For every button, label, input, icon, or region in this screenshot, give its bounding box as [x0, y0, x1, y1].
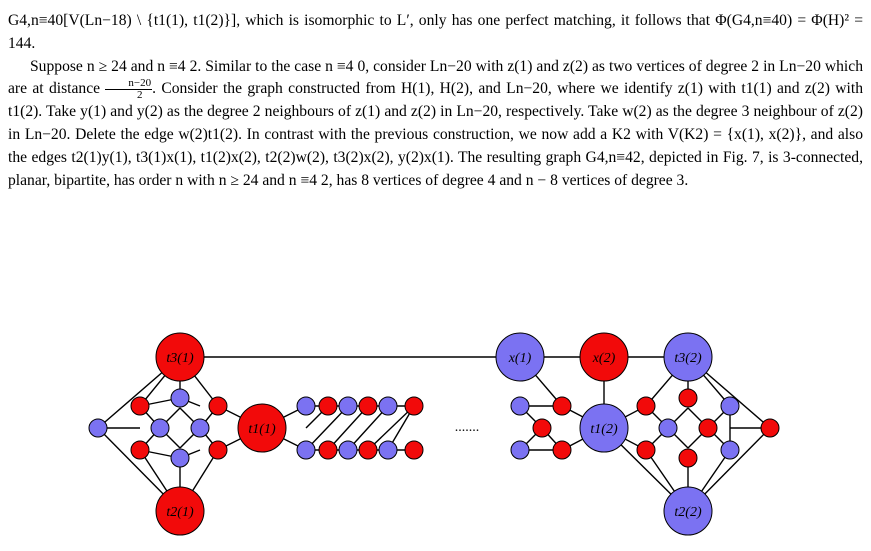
vertex-red — [208, 396, 228, 416]
vertex-blue — [720, 440, 740, 460]
vertex-t1-1 — [237, 403, 287, 453]
vertex-red — [532, 418, 552, 438]
vertex-blue — [150, 418, 170, 438]
vertex-labels: t3(1) t1(1) t2(1) x(1) x(2) t3(2) t1(2) … — [166, 351, 702, 520]
vertex-blue — [378, 396, 398, 416]
vertex-t1-2 — [579, 403, 629, 453]
vertex-red — [130, 396, 150, 416]
edge — [367, 405, 415, 451]
vertex-blue — [510, 440, 530, 460]
vertex-blue — [296, 440, 316, 460]
vertex-blue — [190, 418, 210, 438]
edge — [347, 405, 389, 451]
vertex-red — [760, 418, 780, 438]
vertex-red — [208, 440, 228, 460]
vertex-blue — [170, 448, 190, 468]
label-x-2: x(2) — [592, 351, 616, 366]
edge — [327, 405, 369, 451]
vertex-x-1 — [495, 332, 545, 382]
vertex-red — [404, 440, 424, 460]
label-t3-1: t3(1) — [166, 351, 194, 366]
graph-svg: t3(1) t1(1) t2(1) x(1) x(2) t3(2) t1(2) … — [88, 332, 780, 536]
vertex-blue — [338, 440, 358, 460]
paragraph-2: Suppose n ≥ 24 and n ≡4 2. Similar to th… — [8, 56, 863, 193]
body-text: G4,n≡40[V(Ln−18) \ {t1(1), t1(2)}], whic… — [8, 10, 863, 193]
label-t1-2: t1(2) — [590, 422, 618, 437]
vertex-blue — [338, 396, 358, 416]
vertex-red — [318, 396, 338, 416]
vertex-red — [698, 418, 718, 438]
edge — [305, 405, 349, 451]
vertex-blue — [658, 418, 678, 438]
label-x-1: x(1) — [508, 351, 532, 366]
vertex-t3-2 — [663, 332, 713, 382]
fraction-numerator: n−20 — [105, 78, 153, 91]
paragraph-2-text-b: . Consider the graph constructed from H(… — [8, 80, 863, 189]
vertex-red — [404, 396, 424, 416]
vertex-red — [318, 440, 338, 460]
vertex-red — [636, 440, 656, 460]
vertex-red — [678, 388, 698, 408]
vertex-red — [552, 440, 572, 460]
vertex-t2-2 — [663, 486, 713, 536]
fraction-denominator: 2 — [136, 89, 143, 102]
vertex-blue — [510, 396, 530, 416]
vertex-blue — [88, 418, 108, 438]
vertex-t2-1 — [155, 486, 205, 536]
vertex-x-2 — [579, 332, 629, 382]
figure-7-graph: t3(1) t1(1) t2(1) x(1) x(2) t3(2) t1(2) … — [0, 330, 871, 547]
vertex-blue — [170, 388, 190, 408]
label-t2-1: t2(1) — [166, 505, 194, 520]
vertex-red — [678, 448, 698, 468]
label-t3-2: t3(2) — [674, 351, 702, 366]
vertex-blue — [720, 396, 740, 416]
vertex-blue — [296, 396, 316, 416]
vertex-red — [636, 396, 656, 416]
vertex-red — [358, 396, 378, 416]
ellipsis-text: ....... — [455, 420, 480, 435]
vertex-red — [552, 396, 572, 416]
graph-nodes — [88, 332, 780, 536]
vertex-blue — [378, 440, 398, 460]
paragraph-2-text-a: Suppose n ≥ 24 and n ≡4 2. Similar to th… — [8, 57, 863, 98]
vertex-red — [130, 440, 150, 460]
vertex-red — [358, 440, 378, 460]
vertex-t3-1 — [155, 332, 205, 382]
paragraph-1-text: G4,n≡40[V(Ln−18) \ {t1(1), t1(2)}], whic… — [8, 12, 863, 52]
label-t1-1: t1(1) — [248, 422, 276, 437]
paragraph-1: G4,n≡40[V(Ln−18) \ {t1(1), t1(2)}], whic… — [8, 10, 863, 56]
label-t2-2: t2(2) — [674, 505, 702, 520]
